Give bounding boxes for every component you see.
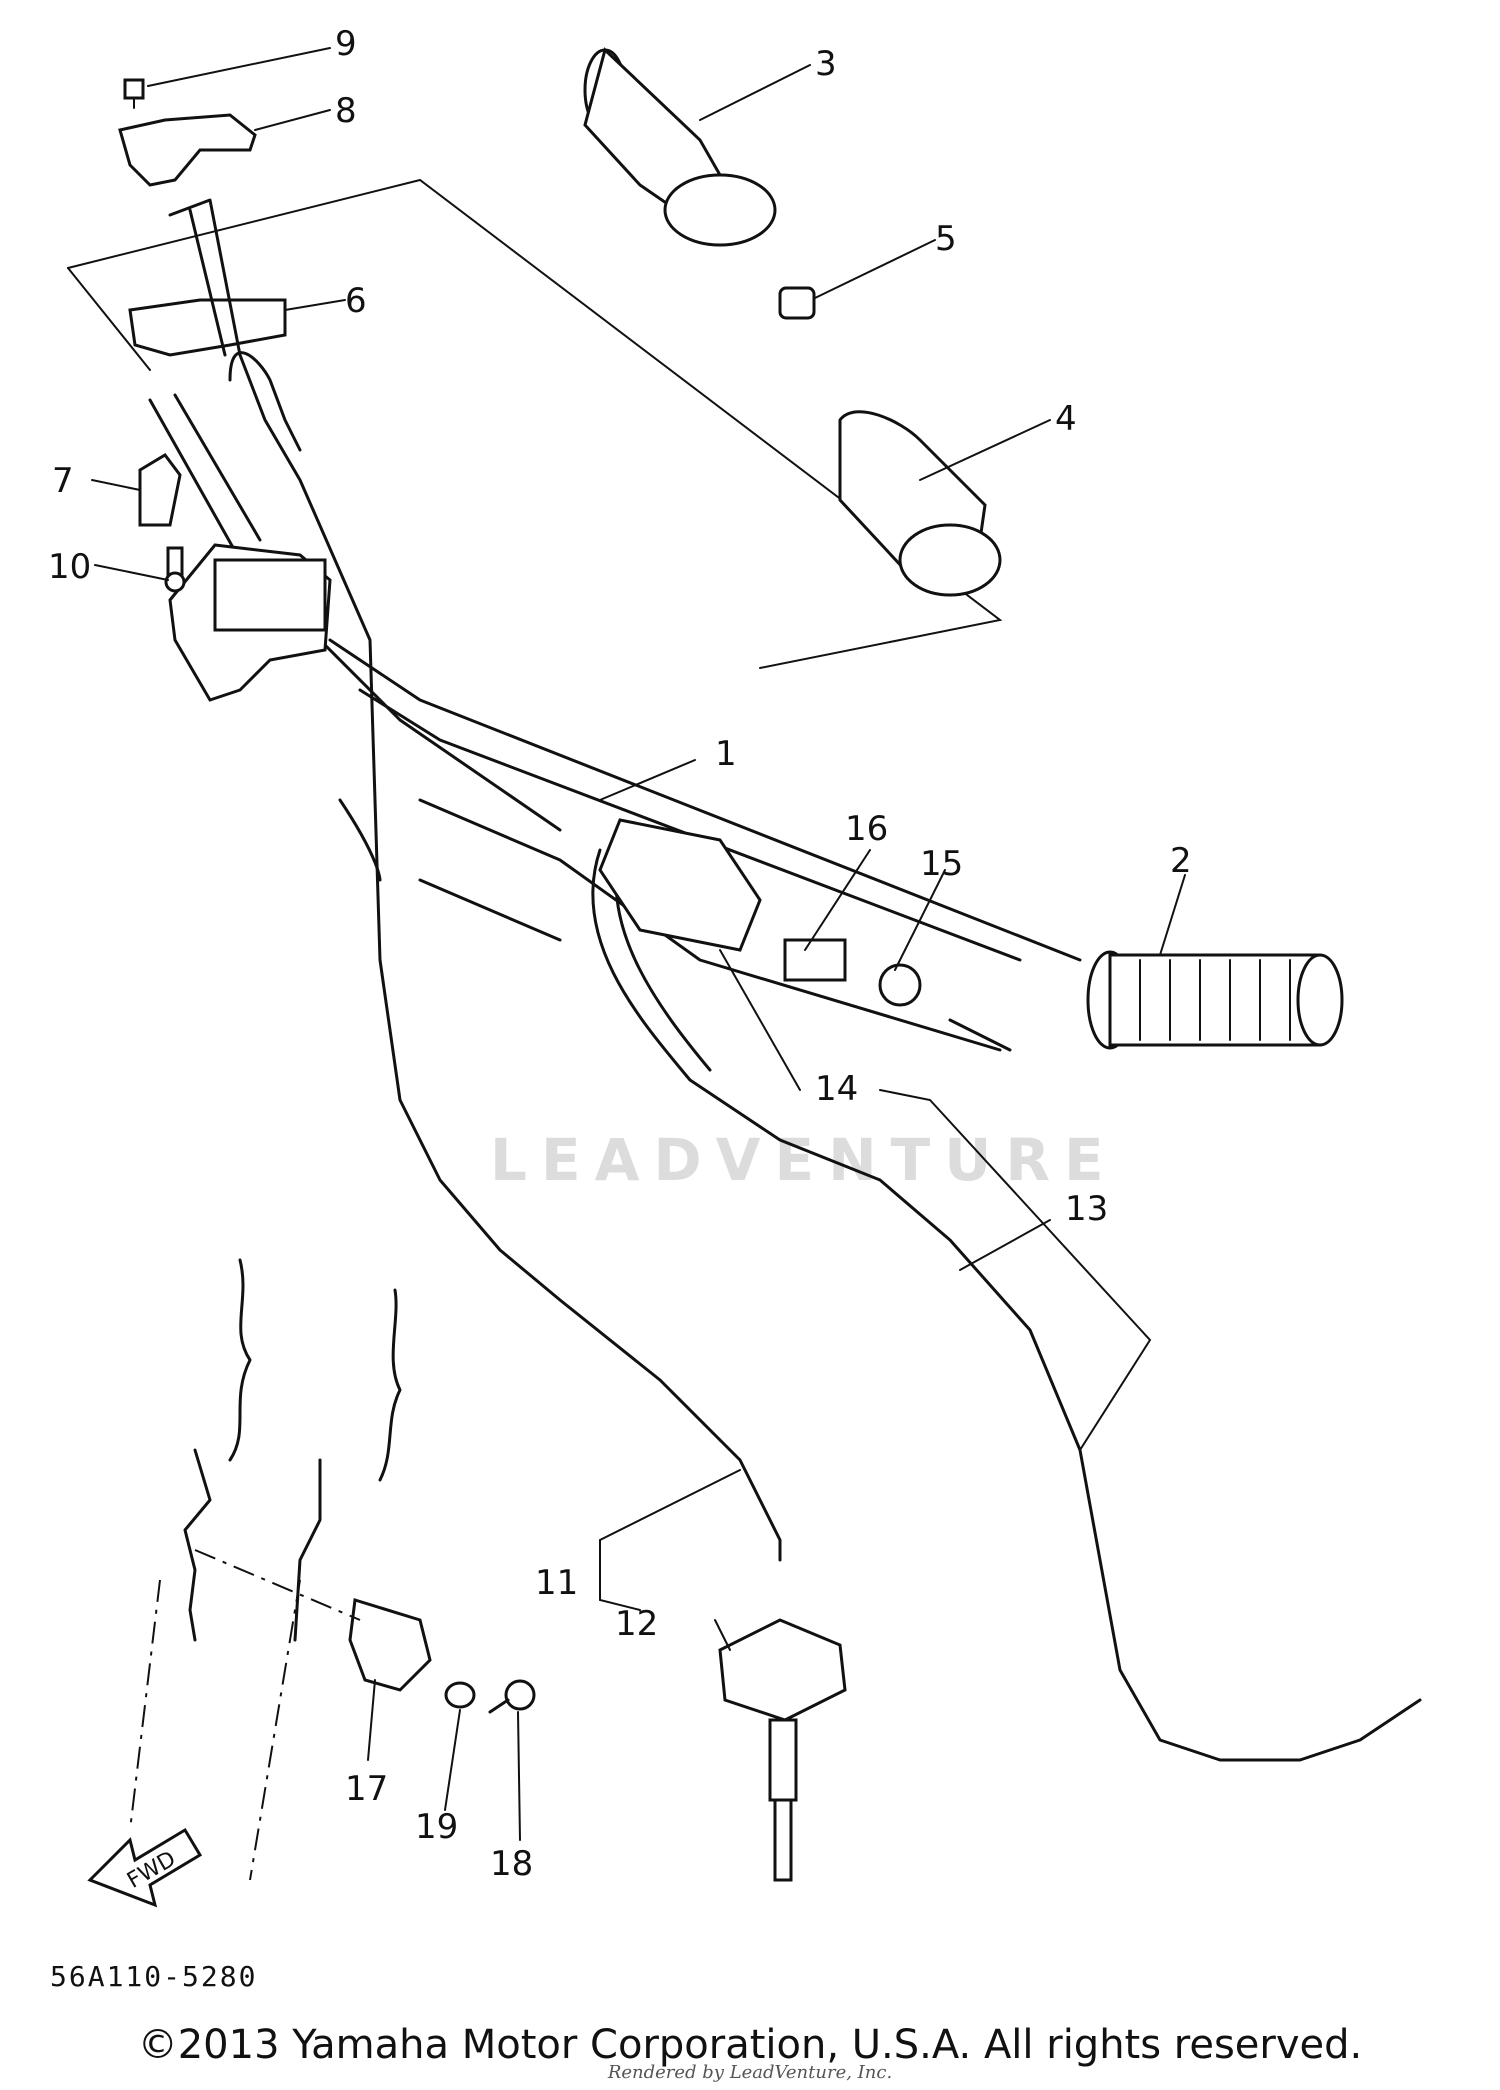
copyright-notice: ©2013 Yamaha Motor Corporation, U.S.A. A… (137, 2022, 1363, 2068)
callout-15: 15 (920, 844, 963, 884)
part-12-adjuster (718, 1618, 847, 1882)
part-5-collar (778, 286, 816, 320)
part-9-screw (123, 78, 145, 109)
fwd-arrow: FWD (87, 1827, 203, 1908)
callout-3: 3 (815, 44, 837, 84)
throttle-housing (168, 543, 332, 702)
right-grip (1086, 950, 1344, 1050)
callout-10: 10 (48, 547, 91, 587)
throttle-cable (168, 198, 782, 1562)
callout-16: 16 (845, 809, 888, 849)
group-bracket-upper (67, 178, 1003, 669)
callout-14: 14 (815, 1069, 858, 1109)
lever-assembly (598, 818, 1012, 1052)
callout-2: 2 (1170, 841, 1192, 881)
rendered-by-note: Rendered by LeadVenture, Inc. (607, 2062, 893, 2083)
callout-4: 4 (1055, 399, 1077, 439)
leader-lines (91, 47, 1186, 1841)
callout-labels: 1 2 3 4 5 6 7 8 9 10 11 12 13 14 15 16 1… (48, 24, 1192, 1884)
callout-12: 12 (615, 1604, 658, 1644)
fork-boot (129, 1258, 402, 1881)
callout-19: 19 (415, 1807, 458, 1847)
watermark-text: LEADVENTURE (490, 1126, 1118, 1194)
callout-1: 1 (715, 734, 737, 774)
part-17-clamp (348, 1598, 432, 1692)
diagram-code: 56A110-5280 (50, 1960, 258, 1993)
callout-7: 7 (52, 461, 74, 501)
bolt-10 (164, 546, 186, 593)
callout-6: 6 (345, 281, 367, 321)
callout-18: 18 (490, 1844, 533, 1884)
part-7-guide (138, 453, 182, 527)
callout-5: 5 (935, 219, 957, 259)
callout-11: 11 (535, 1563, 578, 1603)
callout-9: 9 (335, 24, 357, 64)
part-4-throttle-sleeve (838, 410, 1002, 597)
part-19-washer (444, 1681, 476, 1709)
part-8-cover (118, 113, 257, 187)
part-6-holder (128, 298, 287, 357)
callout-17: 17 (345, 1769, 388, 1809)
callout-13: 13 (1065, 1189, 1108, 1229)
left-grip (583, 47, 777, 247)
callout-8: 8 (335, 91, 357, 131)
part-18-screw (488, 1679, 536, 1714)
